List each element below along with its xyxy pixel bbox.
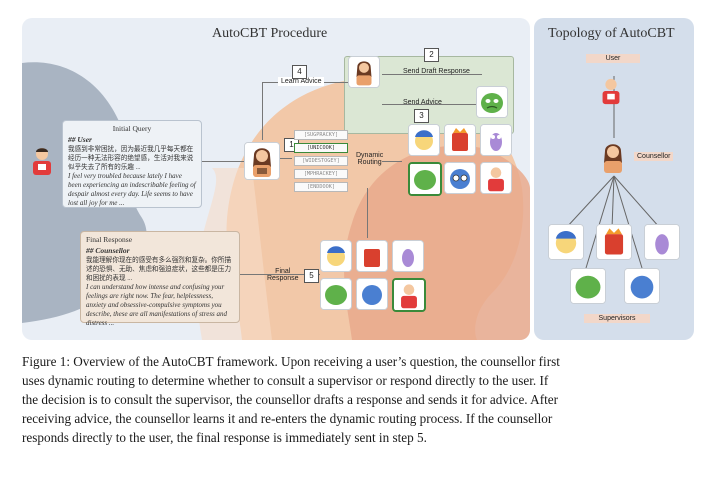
- topology-disgust-avatar: [570, 268, 606, 304]
- sadness-icon: [445, 163, 475, 193]
- step-3: 3: [414, 109, 429, 123]
- joy-icon: [549, 225, 583, 259]
- initial-query-caption: Initial Query: [112, 124, 152, 133]
- counsellor-icon: [245, 143, 279, 179]
- topology-sadness-avatar: [624, 268, 660, 304]
- initial-query-english: I feel very troubled because lately I ha…: [68, 171, 196, 207]
- step-4: 4: [292, 65, 307, 79]
- send-advice-label: Send Advice: [403, 99, 442, 106]
- routing-candidate-selected: [UNICOOK]: [294, 143, 348, 153]
- topology-fear-avatar: [644, 224, 680, 260]
- final-response-english: I can understand how intense and confusi…: [86, 282, 228, 327]
- final-supervisor-grid: [320, 240, 426, 312]
- initial-query-note: Initial Query ## User 我感到非常困扰，因为最近我几乎每天都…: [62, 120, 202, 208]
- anger-icon: [597, 225, 631, 259]
- topology-title: Topology of AutoCBT: [548, 26, 675, 41]
- joy-avatar: [408, 124, 440, 156]
- learn-advice-label: Learn Advice: [278, 77, 325, 86]
- supervisor-avatar-advice: [476, 86, 508, 118]
- topology-supervisors-label: Supervisors: [584, 314, 650, 323]
- fear-icon: [393, 241, 423, 271]
- sadness-avatar: [356, 278, 388, 310]
- caption-line: receiving advice, the counsellor learns …: [22, 411, 553, 426]
- caption-line: uses dynamic routing to determine whethe…: [22, 373, 549, 388]
- advice-arrow-line: [382, 104, 482, 105]
- routing-candidate: [ENDDOOK]: [294, 182, 348, 192]
- dynamic-routing-label: Dynamic Routing: [356, 152, 384, 166]
- initial-query-chinese: 我感到非常困扰，因为最近我几乎每天都在经历一种无法形容的绝望感，生活对我来说似乎…: [68, 145, 194, 171]
- initial-query-role: ## User: [68, 135, 92, 145]
- learn-advice-down-line: [262, 82, 263, 140]
- user-icon: [33, 148, 51, 175]
- caption-line: the decision is to consult the superviso…: [22, 392, 558, 407]
- procedure-panel: AutoCBT Procedure Initial Query ## User …: [22, 18, 530, 340]
- user-icon: [481, 163, 511, 193]
- topology-counsellor-avatar: [596, 138, 630, 176]
- orange-head-silhouette: [344, 145, 530, 340]
- topology-anger-avatar: [596, 224, 632, 260]
- disgust-icon: [571, 269, 605, 303]
- disgust-icon: [410, 164, 440, 194]
- anger-icon: [445, 125, 475, 155]
- disgust-avatar-selected: [408, 162, 442, 196]
- final-response-label: Final Response: [267, 268, 299, 282]
- topology-user-avatar: [596, 74, 626, 108]
- topology-counsellor-label: Counsellor: [634, 152, 674, 161]
- sadness-avatar: [444, 162, 476, 194]
- caption-line: responds directly to the user, the final…: [22, 430, 427, 445]
- caption-line: Figure 1: Overview of the AutoCBT framew…: [22, 354, 560, 369]
- joy-icon: [321, 241, 351, 271]
- routing-candidate: [MPHRACKEY]: [294, 169, 348, 179]
- joy-icon: [409, 125, 439, 155]
- send-draft-label: Send Draft Response: [403, 68, 470, 75]
- topology-edges: [565, 76, 661, 269]
- routing-down-line: [367, 188, 368, 238]
- joy-avatar: [320, 240, 352, 272]
- figure-caption: Figure 1: Overview of the AutoCBT framew…: [22, 352, 694, 447]
- user-avatar-grid: [480, 162, 512, 194]
- step-5: 5: [304, 269, 319, 283]
- counsellor-icon: [604, 144, 622, 173]
- disgust-icon: [477, 87, 507, 117]
- fear-avatar: [392, 240, 424, 272]
- fear-avatar: [480, 124, 512, 156]
- final-response-role: ## Counsellor: [86, 246, 130, 256]
- final-response-note: Final Response ## Counsellor 我能理解你现在的感受有…: [80, 231, 240, 327]
- user-icon: [602, 78, 620, 105]
- topology-user-label: User: [586, 54, 640, 63]
- user-icon: [394, 280, 424, 310]
- routing-candidate: [WIDESTOGEY]: [294, 156, 348, 166]
- sadness-icon: [357, 279, 387, 309]
- topology-joy-avatar: [548, 224, 584, 260]
- user-avatar-selected: [392, 278, 426, 312]
- counsellor-avatar-advice: [348, 56, 380, 88]
- fear-icon: [481, 125, 511, 155]
- step-2: 2: [424, 48, 439, 62]
- draft-arrow-line: [382, 74, 482, 75]
- topology-panel: Topology of AutoCBT User Counsellor Supe…: [534, 18, 694, 340]
- supervisor-grid: [408, 124, 512, 196]
- routing-candidate: [SUGPRACKY]: [294, 130, 348, 140]
- procedure-title: AutoCBT Procedure: [212, 26, 328, 41]
- final-response-chinese: 我能理解你现在的感受有多么强烈和复杂。你所描述的恐惧、无助、焦虑和强迫症状，这些…: [86, 256, 232, 282]
- user-avatar: [26, 144, 58, 178]
- final-response-line: [240, 274, 320, 275]
- routing-to-supervisors-line: [382, 161, 402, 162]
- final-response-caption: Final Response: [86, 235, 133, 244]
- counsellor-to-candidates-line: [280, 158, 292, 159]
- fear-icon: [645, 225, 679, 259]
- anger-icon: [357, 241, 387, 271]
- sadness-icon: [625, 269, 659, 303]
- counsellor-icon: [349, 57, 379, 87]
- anger-avatar: [356, 240, 388, 272]
- disgust-avatar: [320, 278, 352, 310]
- query-to-counsellor-line: [202, 161, 244, 162]
- disgust-icon: [321, 279, 351, 309]
- routing-candidates: [SUGPRACKY] [UNICOOK] [WIDESTOGEY] [MPHR…: [294, 130, 348, 194]
- anger-avatar: [444, 124, 476, 156]
- counsellor-avatar: [244, 142, 280, 180]
